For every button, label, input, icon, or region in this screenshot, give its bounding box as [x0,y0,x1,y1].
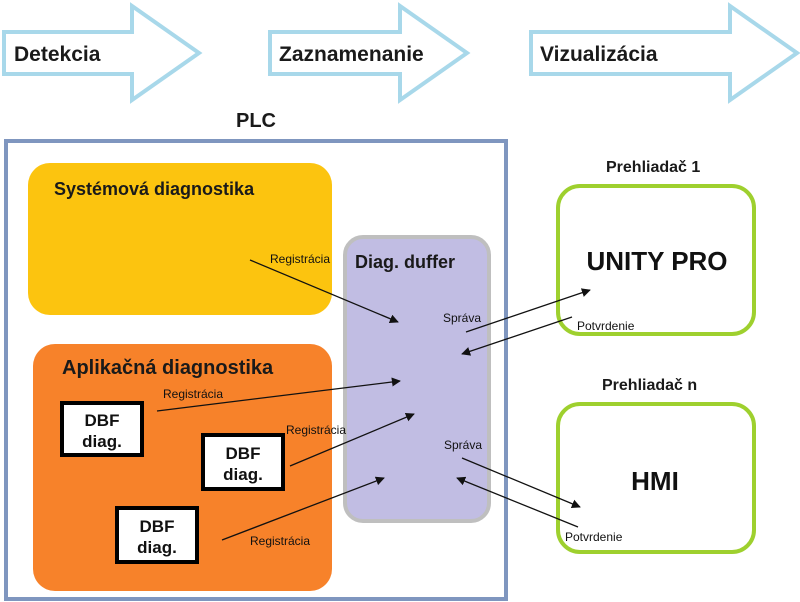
label-dbf2-registration: Registrácia [286,423,346,437]
label-system-registration: Registrácia [270,252,330,266]
arrow-confirm-viewer-1 [461,316,573,356]
dbf-block-1 [60,401,144,457]
viewer-1-label: Prehliadač 1 [606,159,700,176]
arrow-dbf2-registration [289,412,415,467]
label-message-viewer-1: Správa [443,311,481,325]
diagnostic-buffer-label: Diag. duffer [355,252,455,272]
dbf-3-line1: DBF [140,517,175,536]
dbf-2-line1: DBF [226,444,261,463]
dbf-block-3 [115,506,199,564]
label-message-viewer-n: Správa [444,438,482,452]
process-arrow-detekcia [2,2,203,104]
viewer-n-label: Prehliadač n [602,377,697,394]
viewer-1-box [556,184,756,336]
process-flow: Detekcia Zaznamenanie Vizualizácia [2,2,800,104]
process-arrow-zaznamenanie [268,2,471,104]
arrow-system-registration [249,259,399,324]
arrow-message-viewer-1 [465,288,591,333]
plc-title: PLC [236,110,276,132]
diagnostic-buffer-box [343,235,491,523]
arrow-confirm-viewer-n [456,476,579,528]
label-confirm-viewer-n: Potvrdenie [565,530,623,544]
process-arrow-vizualizacia [529,2,800,104]
arrow-message-viewer-n [461,457,581,509]
dbf-3-line2: diag. [137,538,177,557]
application-diagnostics-label: Aplikačná diagnostika [62,357,274,379]
dbf-block-2 [201,433,285,491]
viewer-1-name: UNITY PRO [586,246,727,276]
dbf-2-line2: diag. [223,465,263,484]
dbf-1-line1: DBF [85,411,120,430]
step-vizualizacia: Vizualizácia [540,43,658,66]
arrow-dbf1-registration [156,377,401,412]
label-confirm-viewer-1: Potvrdenie [577,319,635,333]
viewer-n-box [556,402,756,554]
label-dbf3-registration: Registrácia [250,534,310,548]
step-detekcia: Detekcia [14,43,101,66]
viewer-n-name: HMI [631,466,679,496]
system-diagnostics-label: Systémová diagnostika [54,179,255,199]
dbf-1-line2: diag. [82,432,122,451]
step-zaznamenanie: Zaznamenanie [279,43,424,66]
arrow-dbf3-registration [221,476,385,541]
system-diagnostics-box [28,163,332,315]
label-dbf1-registration: Registrácia [163,387,223,401]
